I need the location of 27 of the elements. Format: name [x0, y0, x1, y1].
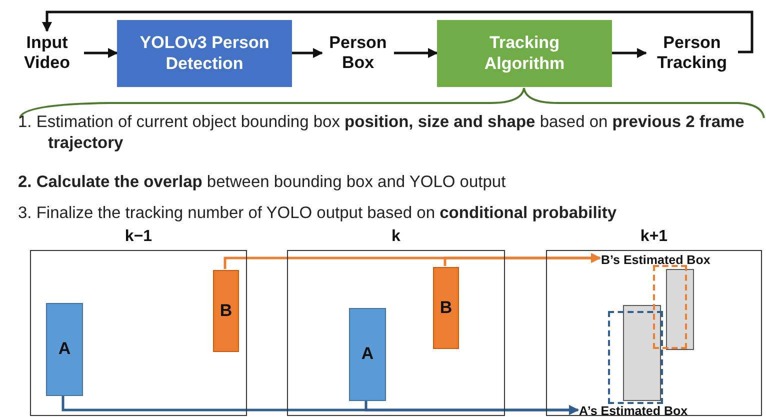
object-box: B — [213, 270, 239, 352]
frame-label: k — [390, 227, 402, 248]
arrow — [394, 48, 438, 58]
flow-text: Person Box — [322, 31, 394, 75]
estimated-box-label: B’s Estimated Box — [601, 252, 761, 268]
detection-box — [623, 305, 661, 401]
step-text: 2. Calculate the overlap between bounding box and YOLO output — [18, 172, 507, 193]
object-box: A — [349, 308, 386, 401]
arrow — [444, 253, 601, 266]
arrow — [364, 400, 579, 415]
process-box: YOLOv3 Person Detection — [117, 20, 292, 87]
arrow — [42, 10, 754, 54]
object-box: A — [46, 303, 83, 396]
arrow — [292, 48, 323, 58]
frame-label: k−1 — [124, 227, 154, 248]
estimated-box — [608, 311, 663, 404]
flow-text: Input Video — [10, 31, 84, 75]
step-text: 1. Estimation of current object bounding box position, size and shape based on previous 2 frame trajectory — [18, 112, 746, 154]
process-box: Tracking Algorithm — [437, 20, 612, 87]
step-text: 3. Finalize the tracking number of YOLO output based on conditional probability — [18, 203, 618, 224]
frame-label: k+1 — [639, 227, 669, 248]
flow-text: Person Tracking — [646, 31, 738, 75]
arrow — [612, 48, 647, 58]
estimated-box-label: A’s Estimated Box — [579, 404, 761, 417]
arrow — [84, 48, 118, 58]
object-box: B — [433, 267, 459, 349]
detection-box — [666, 269, 694, 350]
